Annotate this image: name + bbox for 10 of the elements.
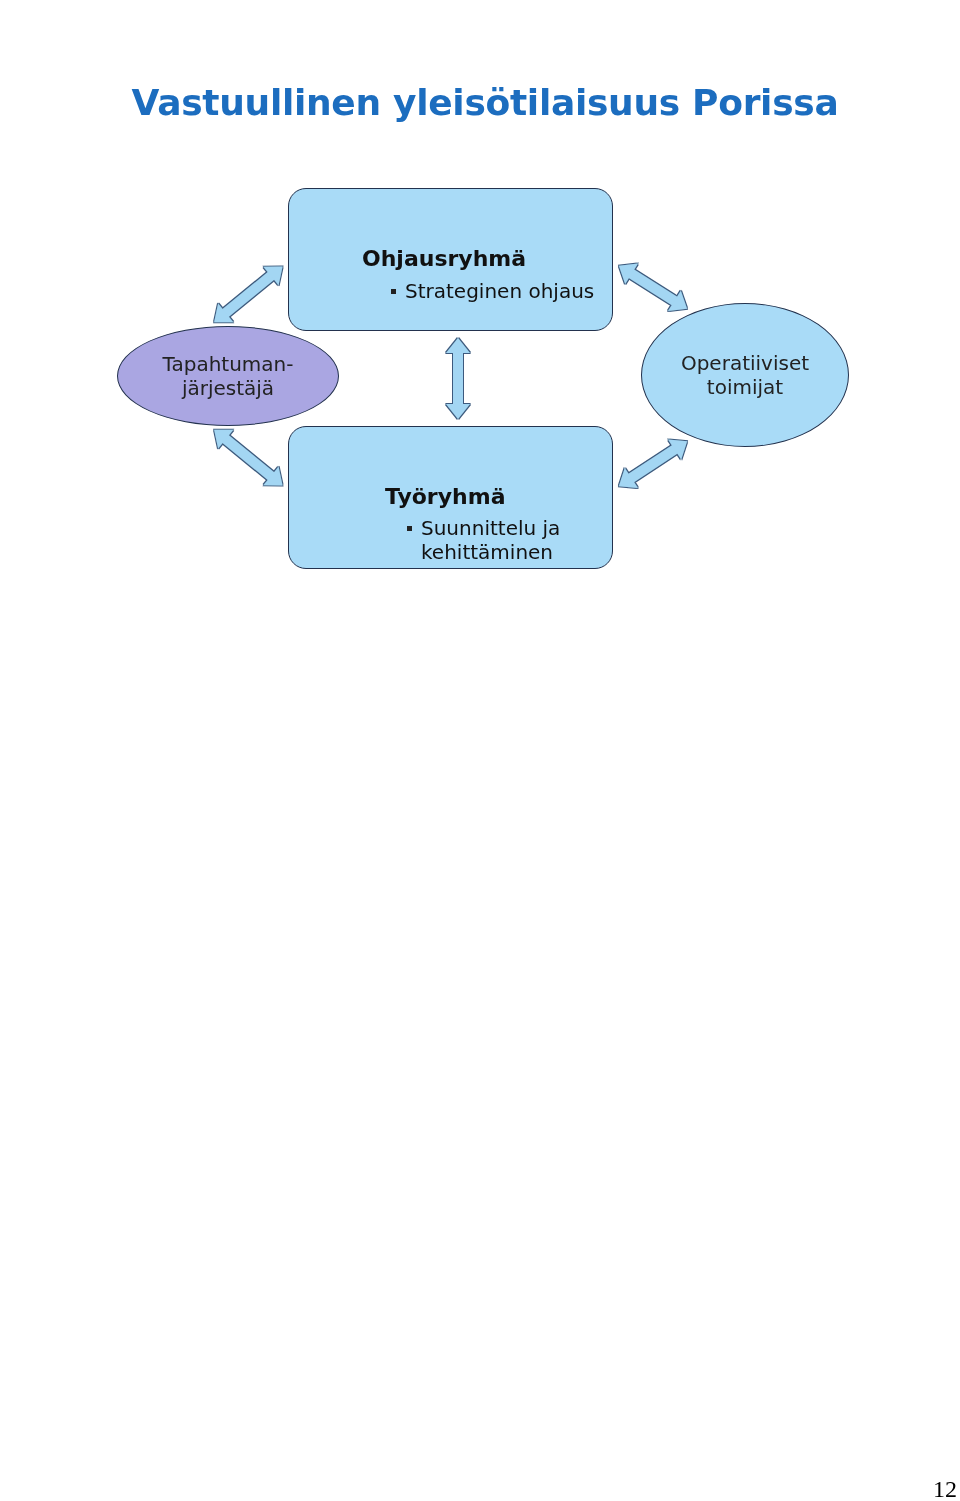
box-heading: Ohjausryhmä xyxy=(362,246,527,272)
rounded-box xyxy=(288,426,613,569)
diagram-title: Vastuullinen yleisötilaisuus Porissa xyxy=(131,82,839,124)
ellipse-label: Tapahtuman- järjestäjä xyxy=(161,352,295,400)
bullet-text: Strateginen ohjaus xyxy=(405,279,596,303)
bullet-text: Suunnittelu ja kehittäminen xyxy=(421,516,562,564)
box-heading: Työryhmä xyxy=(385,484,506,510)
rounded-box xyxy=(288,188,613,331)
ellipse-label: Operatiiviset toimijat xyxy=(679,351,811,399)
page-number: 12 xyxy=(933,1475,957,1501)
